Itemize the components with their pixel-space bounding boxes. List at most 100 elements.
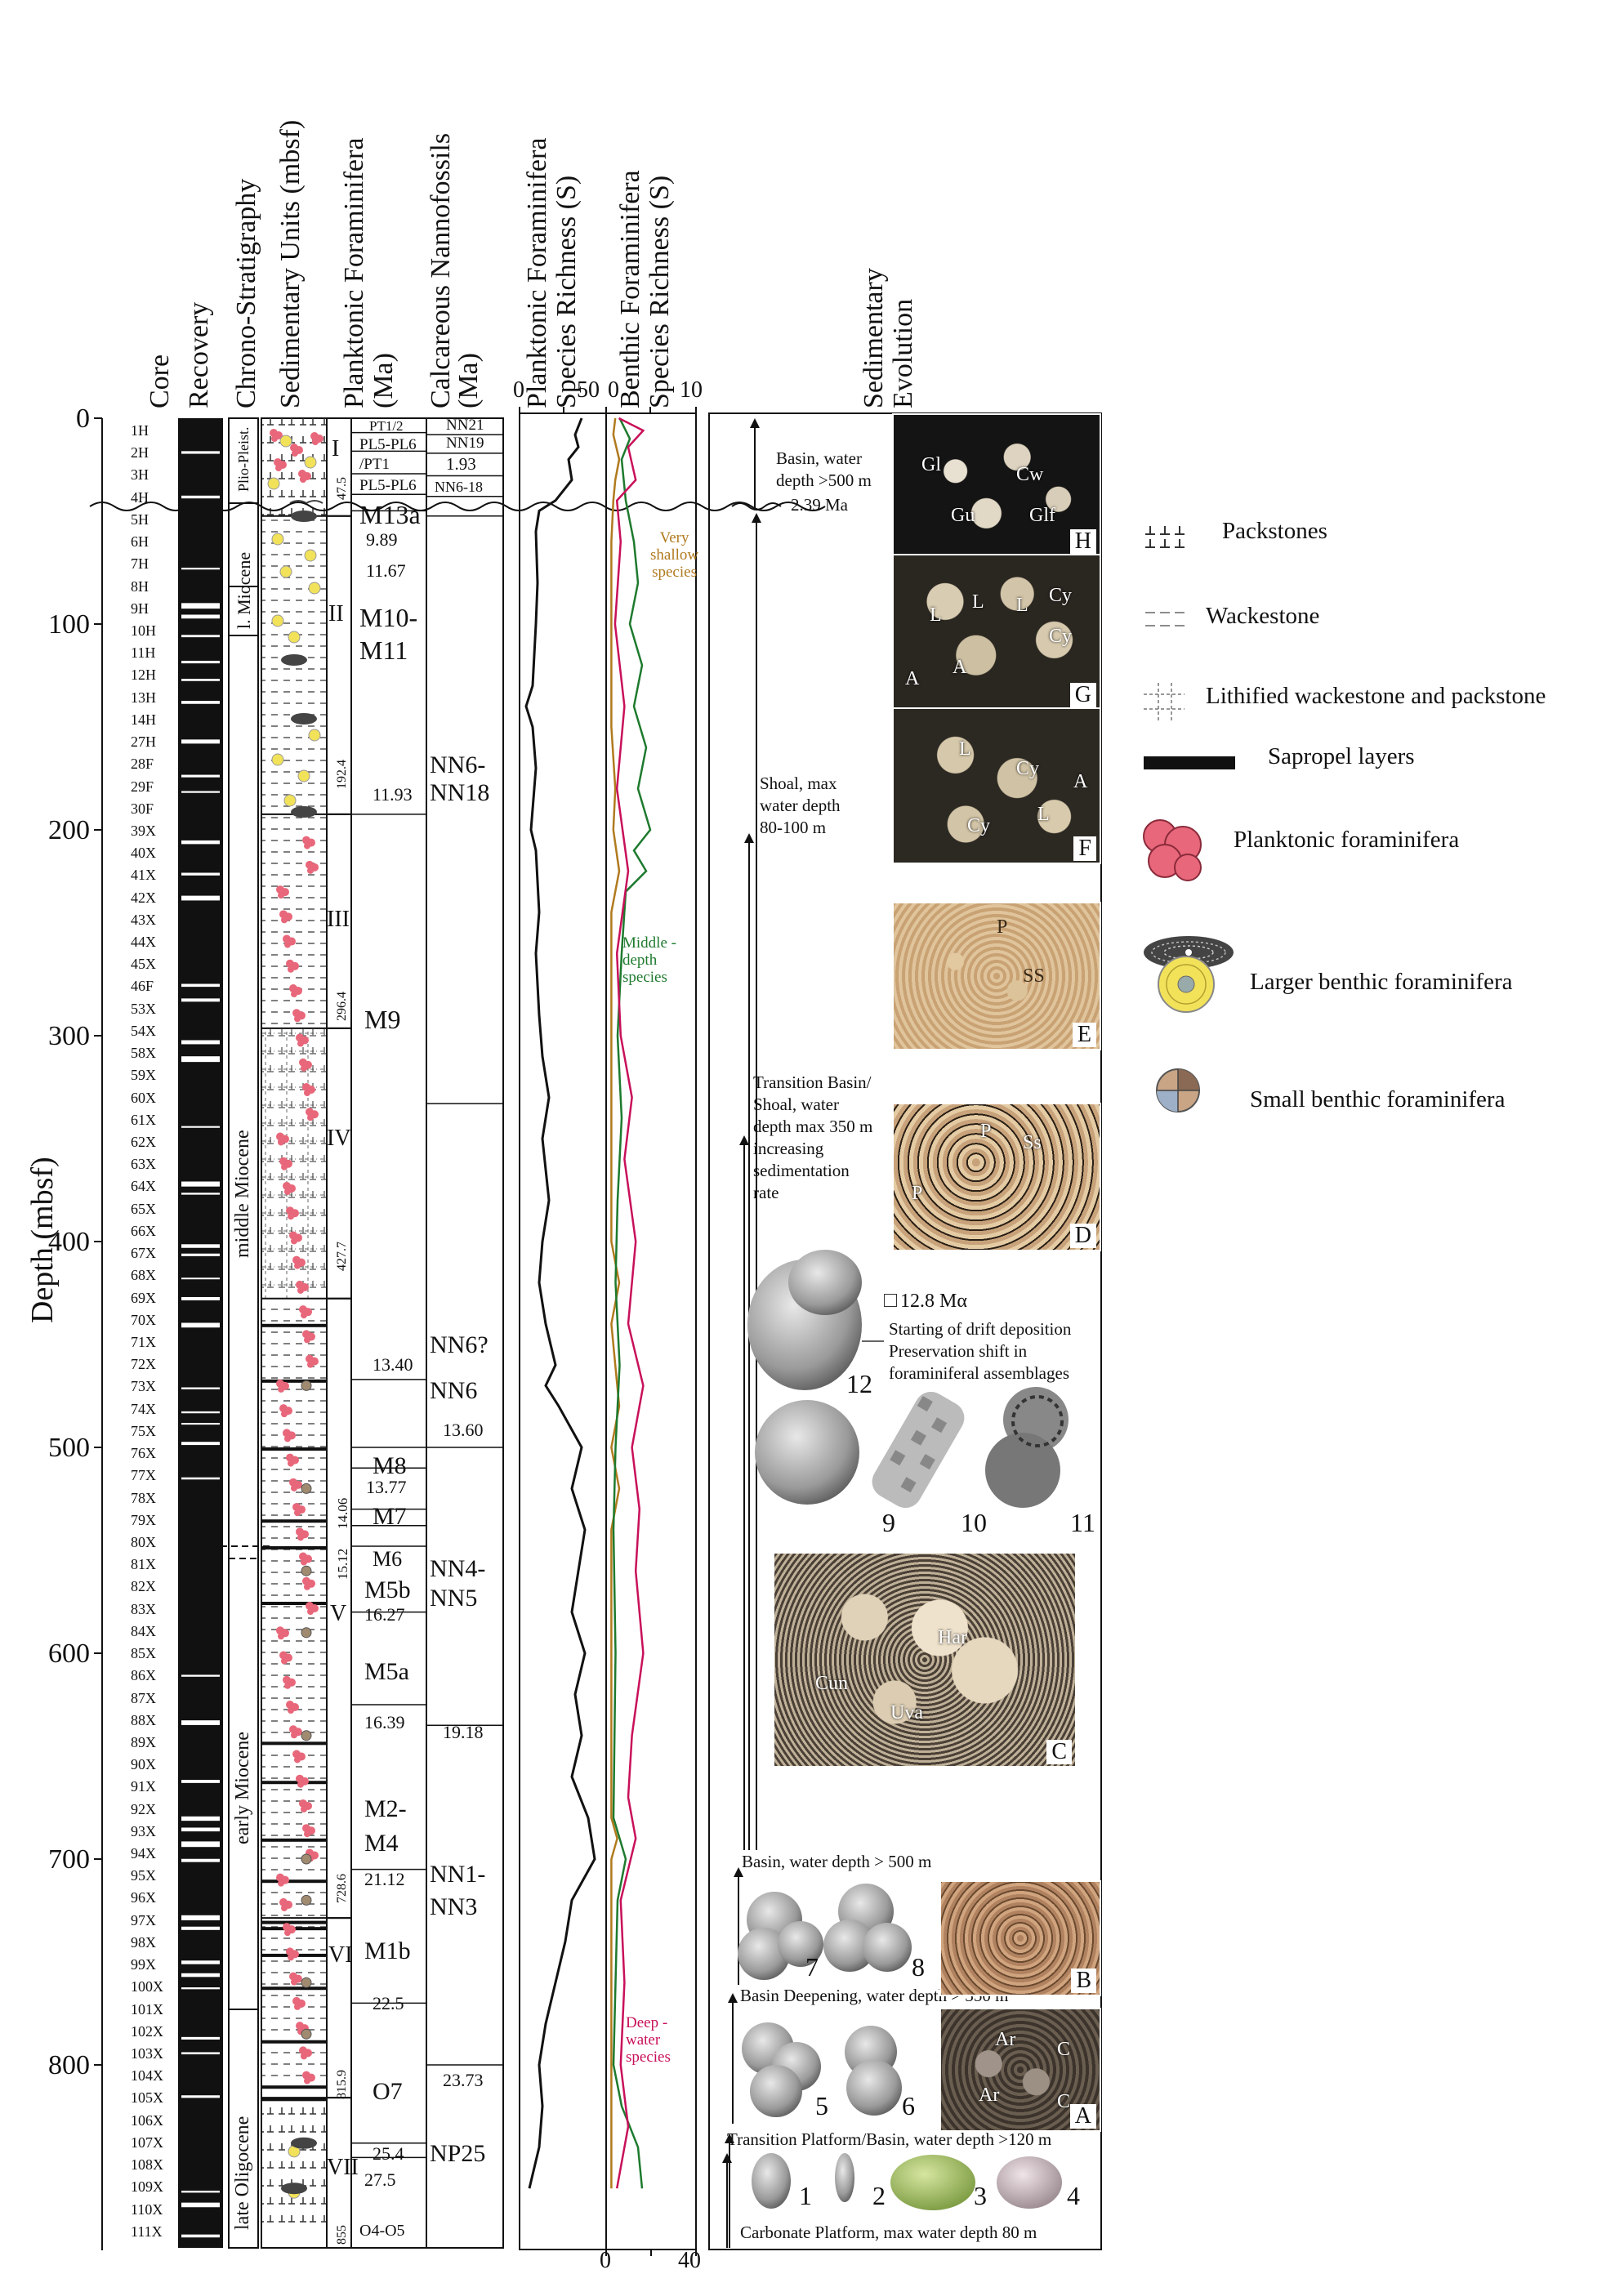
depth-tick-label: 600 [48, 1639, 90, 1669]
core-label: 63X [131, 1156, 156, 1173]
larger-benthic-lens-symbol [291, 2137, 317, 2149]
planktonic-symbol [276, 1626, 289, 1640]
core-label: 105X [131, 2089, 163, 2107]
pf-zone: M5a [364, 1658, 409, 1685]
nn-zone: 13.60 [443, 1420, 484, 1440]
pf-zone: 27.5 [364, 2169, 396, 2190]
benthic-middle-richness-line [612, 417, 652, 2189]
core-label: 111X [131, 2223, 163, 2240]
small-benthic-symbol [301, 1730, 312, 1741]
core-label: 62X [131, 1134, 156, 1151]
recovery-gap [181, 1841, 220, 1848]
small-benthic-symbol [301, 1894, 312, 1906]
sapropel-bar [262, 1545, 326, 1549]
nn-zone: NN4- [430, 1555, 486, 1582]
recovery-gap [181, 635, 220, 638]
planktonic-symbol [306, 1602, 319, 1616]
core-label: 104X [131, 2067, 163, 2084]
pf-zone: PT1/2 [369, 418, 404, 434]
hiatus-line [89, 502, 826, 511]
core-label: 102X [131, 2022, 163, 2040]
core-label: 53X [131, 1000, 156, 1017]
planktonic-symbol [310, 432, 323, 445]
planktonic-symbol [283, 934, 296, 948]
pf-zone: 16.27 [364, 1604, 405, 1625]
nannofossil-zone-boundaries [426, 434, 503, 2066]
core-label: 96X [131, 1889, 156, 1906]
core-label: 101X [131, 2000, 163, 2018]
core-label: 110X [131, 2200, 163, 2218]
nn-zone: NN19 [446, 435, 484, 452]
planktonic-symbol [289, 1231, 302, 1245]
chrono-early-miocene: early Miocene [232, 1732, 253, 1844]
core-label: 100X [131, 1978, 163, 1995]
core-label: 95X [131, 1867, 156, 1884]
small-benthic-symbol [301, 1627, 312, 1639]
recovery-gap [181, 983, 220, 988]
planktonic-symbol [302, 1330, 315, 1344]
evo-12-8-ma: 12.8 Mα [884, 1291, 967, 1313]
larger-benthic-symbol [304, 549, 317, 562]
pf-zone: 9.89 [366, 529, 398, 550]
pf-zone: 22.5 [373, 1993, 404, 2013]
pf-zone: M8 [373, 1452, 407, 1479]
sapropel-bar [262, 1920, 326, 1924]
recovery-gap [181, 840, 220, 845]
depth-tick-label: 400 [48, 1227, 90, 1257]
larger-benthic-symbol [279, 435, 292, 448]
core-label: 3H [131, 466, 149, 484]
richness-ticks [519, 407, 697, 2256]
recovery-gap [181, 1816, 220, 1821]
larger-benthic-symbol [271, 533, 284, 546]
legend-symbols [1143, 526, 1235, 1112]
larger-benthic-symbol [267, 477, 280, 490]
evo-arrow-head [752, 513, 761, 523]
recovery-gap [181, 679, 220, 681]
planktonic-symbol [292, 1750, 306, 1763]
core-label: 87X [131, 1689, 156, 1706]
recovery-gap [181, 1780, 220, 1783]
core-label: 58X [131, 1045, 156, 1062]
planktonic-richness-line [524, 417, 596, 2189]
pf-zone: M9 [364, 1005, 401, 1034]
pf-zone: PL5-PL6 [359, 477, 417, 494]
pf-zone: 21.12 [364, 1869, 405, 1889]
planktonic-symbol [299, 1552, 312, 1566]
recovery-gap [181, 2052, 220, 2055]
planktonic-zone-boundaries [351, 431, 426, 2159]
pf-zone: M13a [359, 500, 421, 529]
unit-depth: 427.7 [335, 1242, 349, 1271]
nn-zone: 1.93 [446, 454, 476, 474]
larger-benthic-symbol [304, 456, 317, 469]
core-label: 107X [131, 2134, 163, 2151]
evo-arrow-head [734, 1867, 743, 1877]
planktonic-symbol [292, 1255, 306, 1269]
core-label: 78X [131, 1489, 156, 1506]
small-benthic-symbol [301, 1483, 312, 1494]
planktonic-symbol [279, 1897, 292, 1911]
evo-trans-platform: Transition Platform/Basin, water depth >… [727, 2129, 1052, 2149]
core-label: 91X [131, 1778, 156, 1795]
nannofossil-column [426, 417, 504, 2249]
legend-lithified: Lithified wackestone and packstone [1206, 683, 1546, 709]
evolution-arrows [722, 418, 782, 2248]
core-label: 60X [131, 1089, 156, 1106]
core-label: 94X [131, 1845, 156, 1862]
planktonic-symbol [276, 1873, 289, 1887]
nn-zone: 23.73 [443, 2070, 484, 2090]
lithology-interval [262, 2098, 326, 2230]
nn-zone: NN3 [430, 1893, 478, 1920]
small-benthic-symbol [301, 1977, 312, 1988]
fossil-number: 11 [1070, 1508, 1095, 1537]
recovery-gap [181, 1411, 220, 1414]
sapropel-bar [262, 1447, 326, 1451]
recovery-gaps [181, 451, 220, 2238]
recovery-gap [181, 1387, 220, 1389]
recovery-gap [181, 568, 220, 570]
sapropel-bar [262, 2040, 326, 2044]
planktonic-symbol [289, 1725, 302, 1739]
planktonic-symbol [290, 444, 303, 457]
pf-zone: O4-O5 [359, 2222, 405, 2240]
